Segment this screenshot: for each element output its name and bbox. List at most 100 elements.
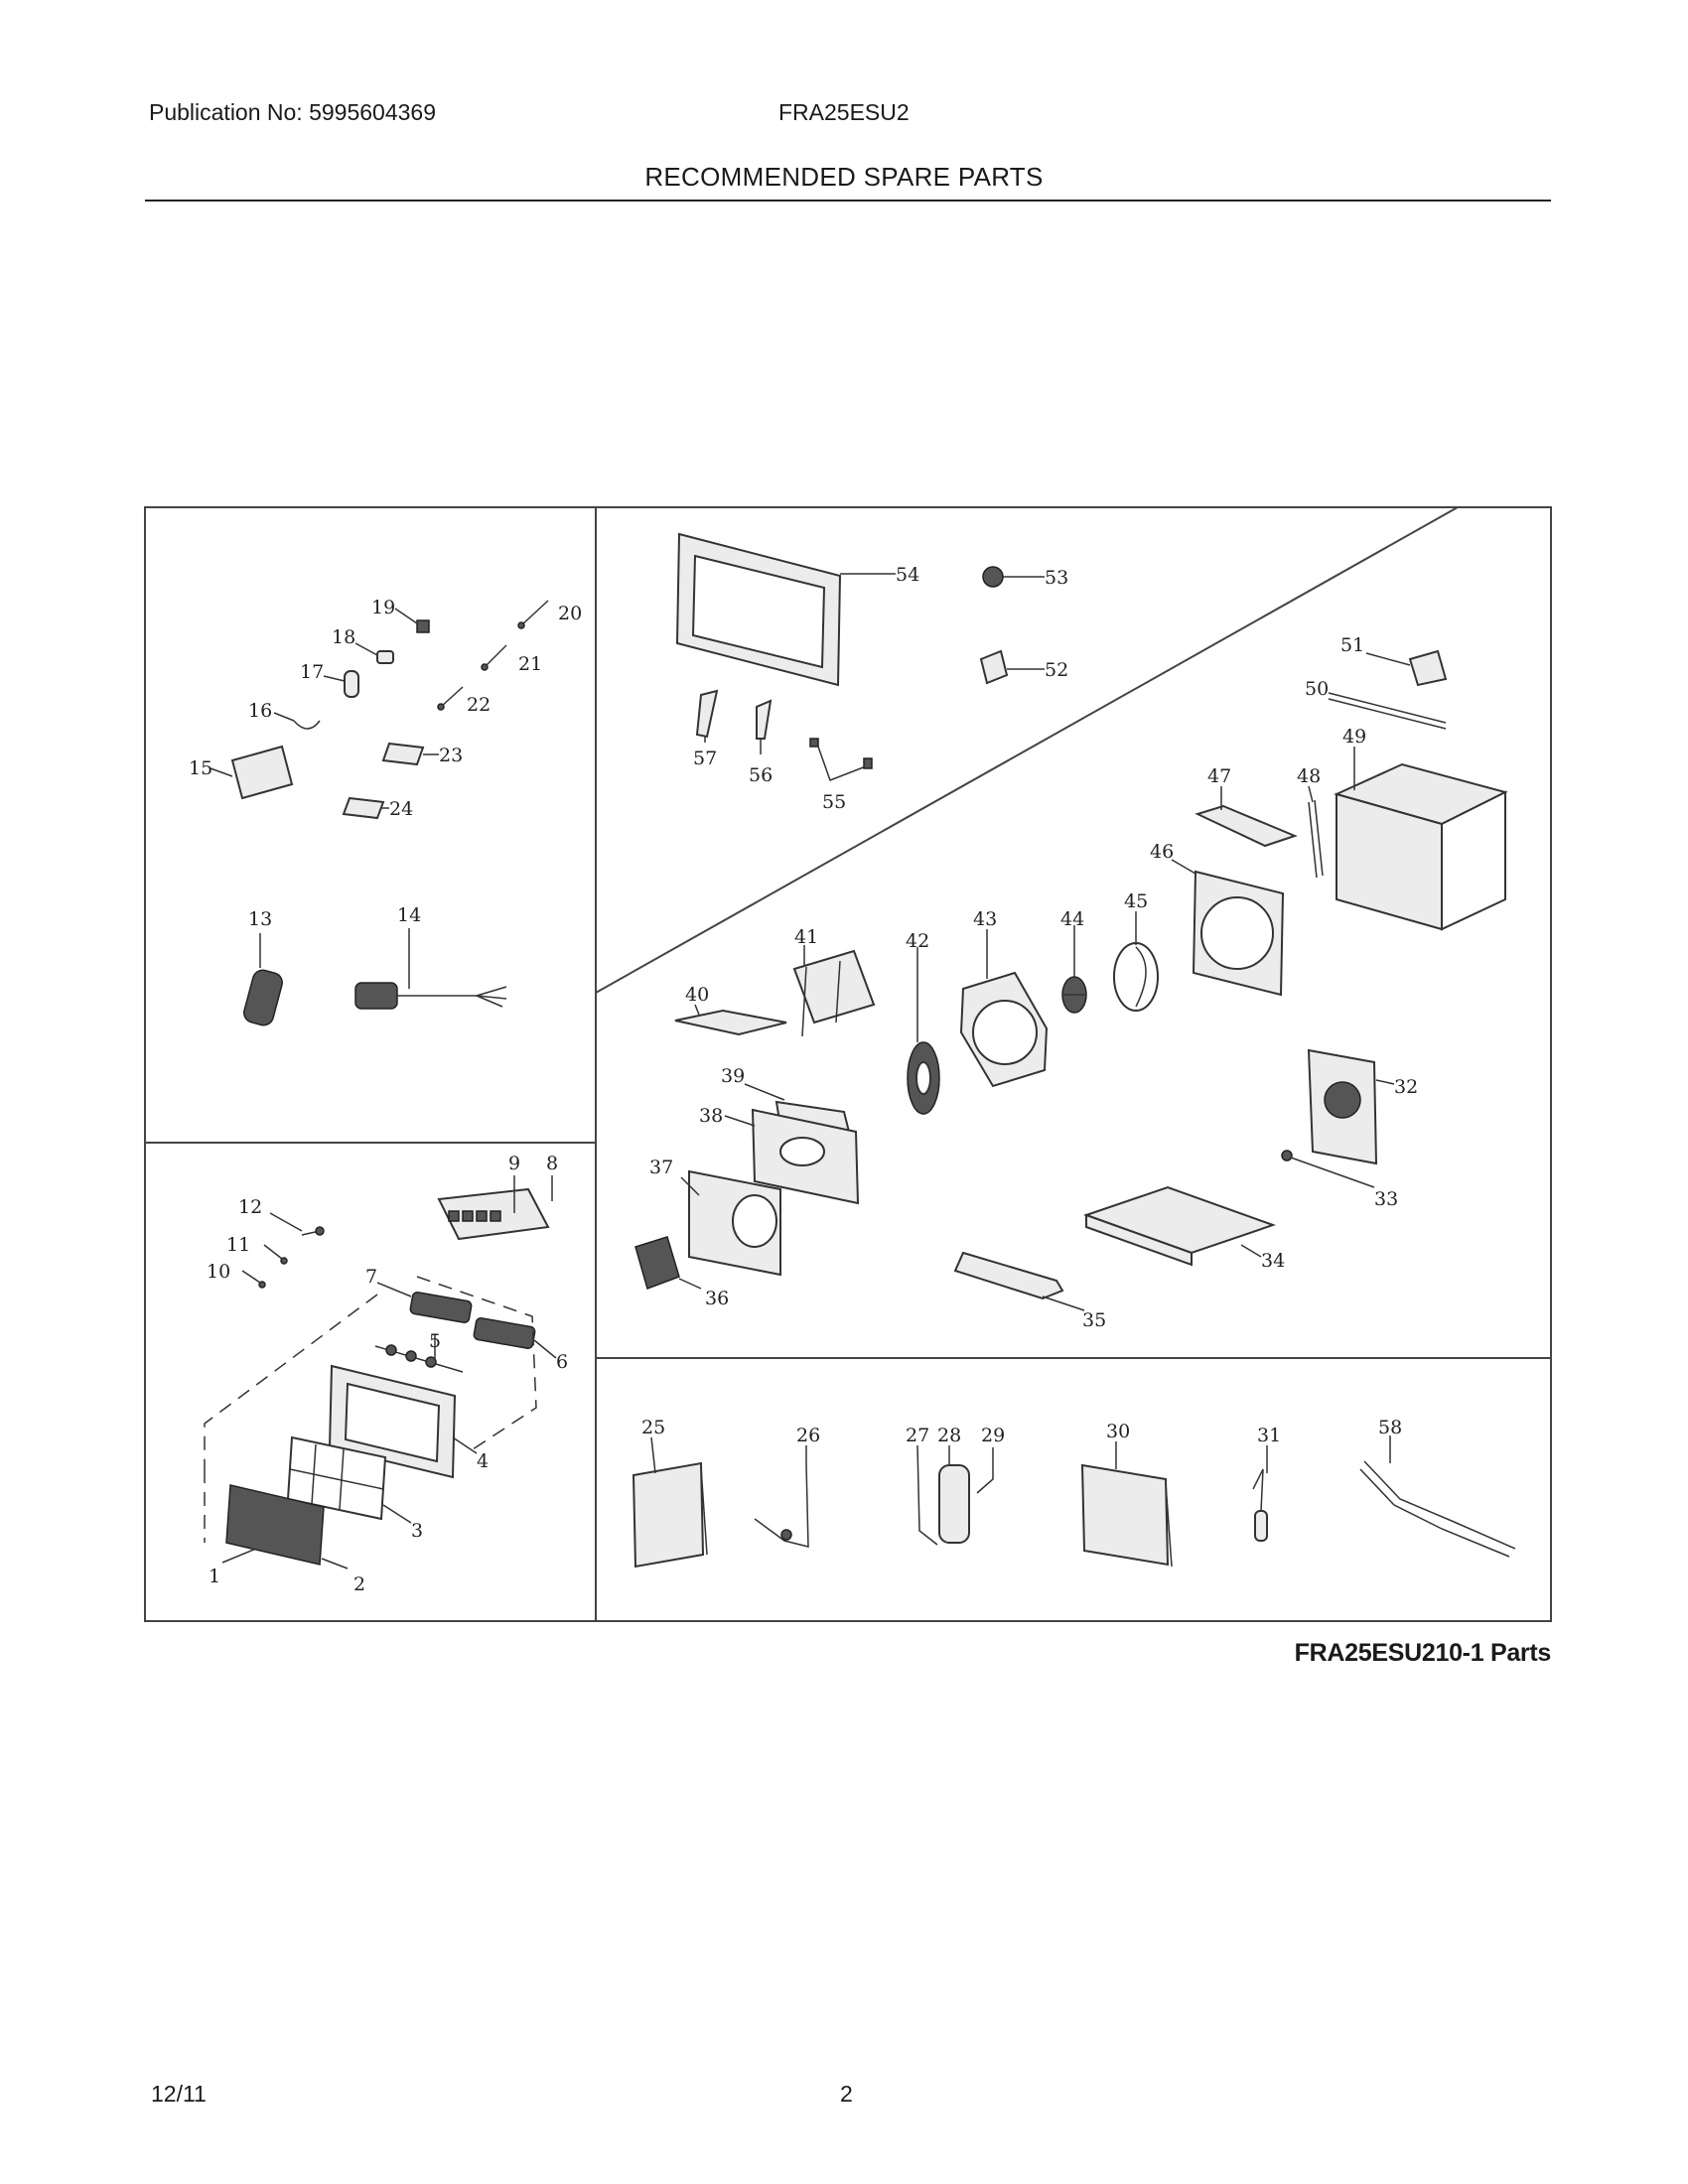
part-15-control-box: 15	[189, 745, 294, 800]
part-54-window-frame: 54	[675, 532, 919, 687]
callout-4: 4	[477, 1450, 489, 1472]
part-47-shelf: 47	[1195, 765, 1298, 848]
part-33-drain-fitting: 33	[1281, 1150, 1398, 1210]
part-51-bracket: 51	[1340, 634, 1448, 687]
callout-47: 47	[1207, 765, 1231, 787]
part-34-base-pan: 34	[1082, 1185, 1285, 1272]
publication-number: Publication No: 5995604369	[149, 99, 437, 125]
callout-42: 42	[906, 930, 929, 952]
callout-19: 19	[371, 597, 395, 618]
callout-24: 24	[389, 798, 413, 820]
part-57-side-seal: 57	[693, 689, 719, 769]
part-52-bracket: 52	[979, 649, 1068, 685]
part-1-grille: 1	[209, 1484, 325, 1587]
part-7-louver: 7	[365, 1266, 473, 1324]
callout-5: 5	[429, 1330, 441, 1352]
page-title: RECOMMENDED SPARE PARTS	[644, 162, 1044, 192]
callout-18: 18	[332, 626, 355, 648]
callout-25: 25	[641, 1417, 665, 1438]
part-26-thermistor: 26	[754, 1425, 820, 1548]
part-28-compressor: 28	[937, 1425, 970, 1544]
part-17-capacitor: 17	[300, 661, 359, 698]
part-58-heater: 58	[1359, 1417, 1516, 1558]
callout-46: 46	[1150, 841, 1174, 863]
part-18-bracket: 18	[332, 626, 394, 664]
callout-13: 13	[248, 908, 272, 930]
callout-30: 30	[1106, 1421, 1130, 1442]
part-46-shroud: 46	[1150, 841, 1285, 997]
part-9-knob: 9	[508, 1153, 520, 1213]
callout-38: 38	[699, 1105, 723, 1127]
callout-41: 41	[794, 926, 818, 948]
part-50-rail: 50	[1305, 678, 1447, 730]
callout-52: 52	[1045, 659, 1068, 681]
part-29-valve: 29	[976, 1425, 1005, 1494]
part-31-accumulator: 31	[1252, 1425, 1281, 1542]
part-2-grille-cover: 2	[321, 1558, 365, 1595]
model-number: FRA25ESU2	[778, 99, 910, 125]
header-rule	[145, 200, 1551, 202]
callout-15: 15	[189, 757, 212, 779]
callout-10: 10	[207, 1261, 230, 1283]
callout-54: 54	[896, 564, 919, 586]
callout-2: 2	[353, 1573, 365, 1595]
part-22-screw: 22	[437, 686, 491, 716]
callout-56: 56	[749, 764, 773, 786]
part-45-fan-blade: 45	[1113, 890, 1159, 1012]
part-32-control-cover: 32	[1307, 1048, 1418, 1165]
part-14-power-cord: 14	[354, 904, 507, 1010]
part-8-control-panel: 8	[437, 1153, 558, 1241]
callout-1: 1	[209, 1566, 220, 1587]
part-13-remote-control: 13	[243, 908, 283, 1026]
grille-assembly-outline	[204, 1276, 537, 1543]
callout-32: 32	[1394, 1076, 1418, 1098]
part-56-side-seal: 56	[749, 699, 773, 786]
callout-7: 7	[365, 1266, 377, 1288]
page-number: 2	[840, 2081, 853, 2107]
part-25-evaporator: 25	[632, 1417, 708, 1569]
part-53-grommet: 53	[982, 566, 1068, 589]
callout-27: 27	[906, 1425, 929, 1446]
part-10-screw: 10	[207, 1261, 266, 1289]
part-6-louver: 6	[473, 1316, 568, 1373]
callout-16: 16	[248, 700, 272, 722]
callout-55: 55	[822, 791, 846, 813]
callout-37: 37	[649, 1157, 673, 1178]
part-24-plate: 24	[342, 796, 413, 820]
callout-43: 43	[973, 908, 997, 930]
callout-23: 23	[439, 745, 463, 766]
part-30-condenser: 30	[1080, 1421, 1173, 1568]
part-48-strip: 48	[1297, 765, 1324, 879]
callout-33: 33	[1374, 1188, 1398, 1210]
callout-51: 51	[1340, 634, 1364, 656]
callout-26: 26	[796, 1425, 820, 1446]
callout-35: 35	[1082, 1309, 1106, 1331]
part-19-clip: 19	[371, 597, 430, 633]
callout-40: 40	[685, 984, 709, 1006]
callout-11: 11	[226, 1234, 250, 1256]
callout-36: 36	[705, 1288, 729, 1309]
callout-48: 48	[1297, 765, 1321, 787]
part-36-drain-part: 36	[634, 1236, 729, 1309]
part-40-tray: 40	[674, 984, 787, 1036]
callout-17: 17	[300, 661, 324, 683]
callout-21: 21	[518, 653, 542, 675]
part-41-control-bracket: 41	[792, 926, 876, 1037]
callout-58: 58	[1378, 1417, 1402, 1438]
callout-39: 39	[721, 1065, 745, 1087]
callout-8: 8	[546, 1153, 558, 1174]
callout-50: 50	[1305, 678, 1329, 700]
part-12-pin: 12	[238, 1196, 325, 1236]
part-43-blower-housing: 43	[959, 908, 1049, 1088]
callout-20: 20	[558, 603, 582, 624]
part-16-clamp: 16	[248, 700, 321, 730]
callout-3: 3	[411, 1520, 423, 1542]
callout-14: 14	[397, 904, 421, 926]
callout-34: 34	[1261, 1250, 1285, 1272]
part-35-channel: 35	[953, 1251, 1106, 1331]
part-11-washer: 11	[226, 1234, 288, 1265]
callout-31: 31	[1257, 1425, 1281, 1446]
callout-49: 49	[1342, 726, 1366, 748]
callout-29: 29	[981, 1425, 1005, 1446]
